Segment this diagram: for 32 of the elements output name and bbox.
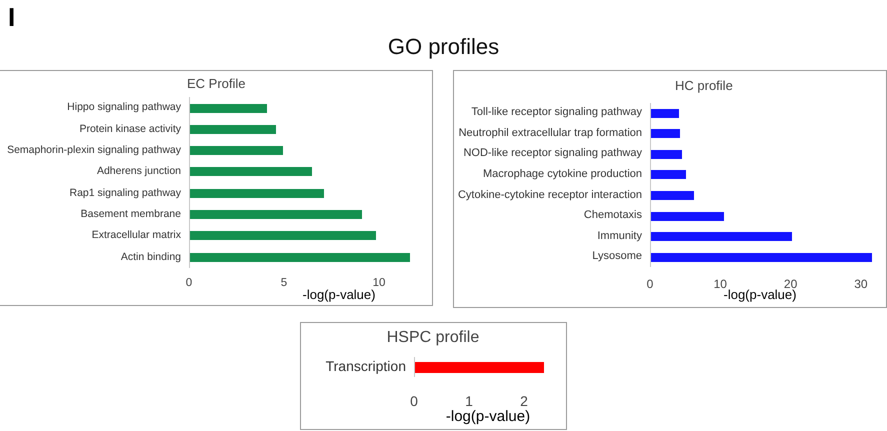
category-label: Extracellular matrix	[92, 229, 181, 242]
category-label: Chemotaxis	[584, 209, 642, 222]
category-label: Hippo signaling pathway	[67, 101, 181, 114]
category-label: Neutrophil extracellular trap formation	[458, 126, 642, 139]
figure-title: GO profiles	[386, 34, 500, 60]
category-label: Actin binding	[120, 250, 181, 263]
tick-label: 5	[280, 277, 288, 289]
category-label: Macrophage cytokine production	[483, 168, 642, 180]
tick-label: 0	[409, 393, 419, 409]
tick-label: 2	[519, 393, 529, 409]
tick-label: 0	[184, 277, 194, 289]
axis-title: -log(p-value)	[302, 287, 376, 302]
category-label: Protein kinase activity	[79, 122, 181, 135]
category-label: Lysosome	[592, 250, 642, 262]
tick-label: 30	[853, 277, 869, 291]
chart-title: HSPC profile	[386, 329, 480, 347]
tick-label: 0	[646, 277, 654, 291]
category-label: Transcription	[326, 358, 406, 374]
category-label: Cytokine-cytokine receptor interaction	[458, 188, 642, 201]
tick-label: 10	[372, 277, 386, 289]
category-label: Immunity	[597, 230, 642, 242]
category-label: NOD-like receptor signaling pathway	[463, 147, 642, 160]
category-label: Semaphorin-plexin signaling pathway	[7, 144, 181, 156]
category-label: Toll-like receptor signaling pathway	[471, 106, 642, 118]
chart-title: HC profile	[675, 78, 733, 93]
category-label: Adherens junction	[96, 165, 181, 178]
category-label: Rap1 signaling pathway	[70, 186, 181, 199]
tick-label: 1	[464, 393, 474, 409]
chart-title: EC Profile	[187, 76, 246, 91]
category-label: Basement membrane	[80, 208, 181, 220]
panel-letter: I	[8, 2, 16, 33]
axis-title: -log(p-value)	[444, 408, 532, 425]
